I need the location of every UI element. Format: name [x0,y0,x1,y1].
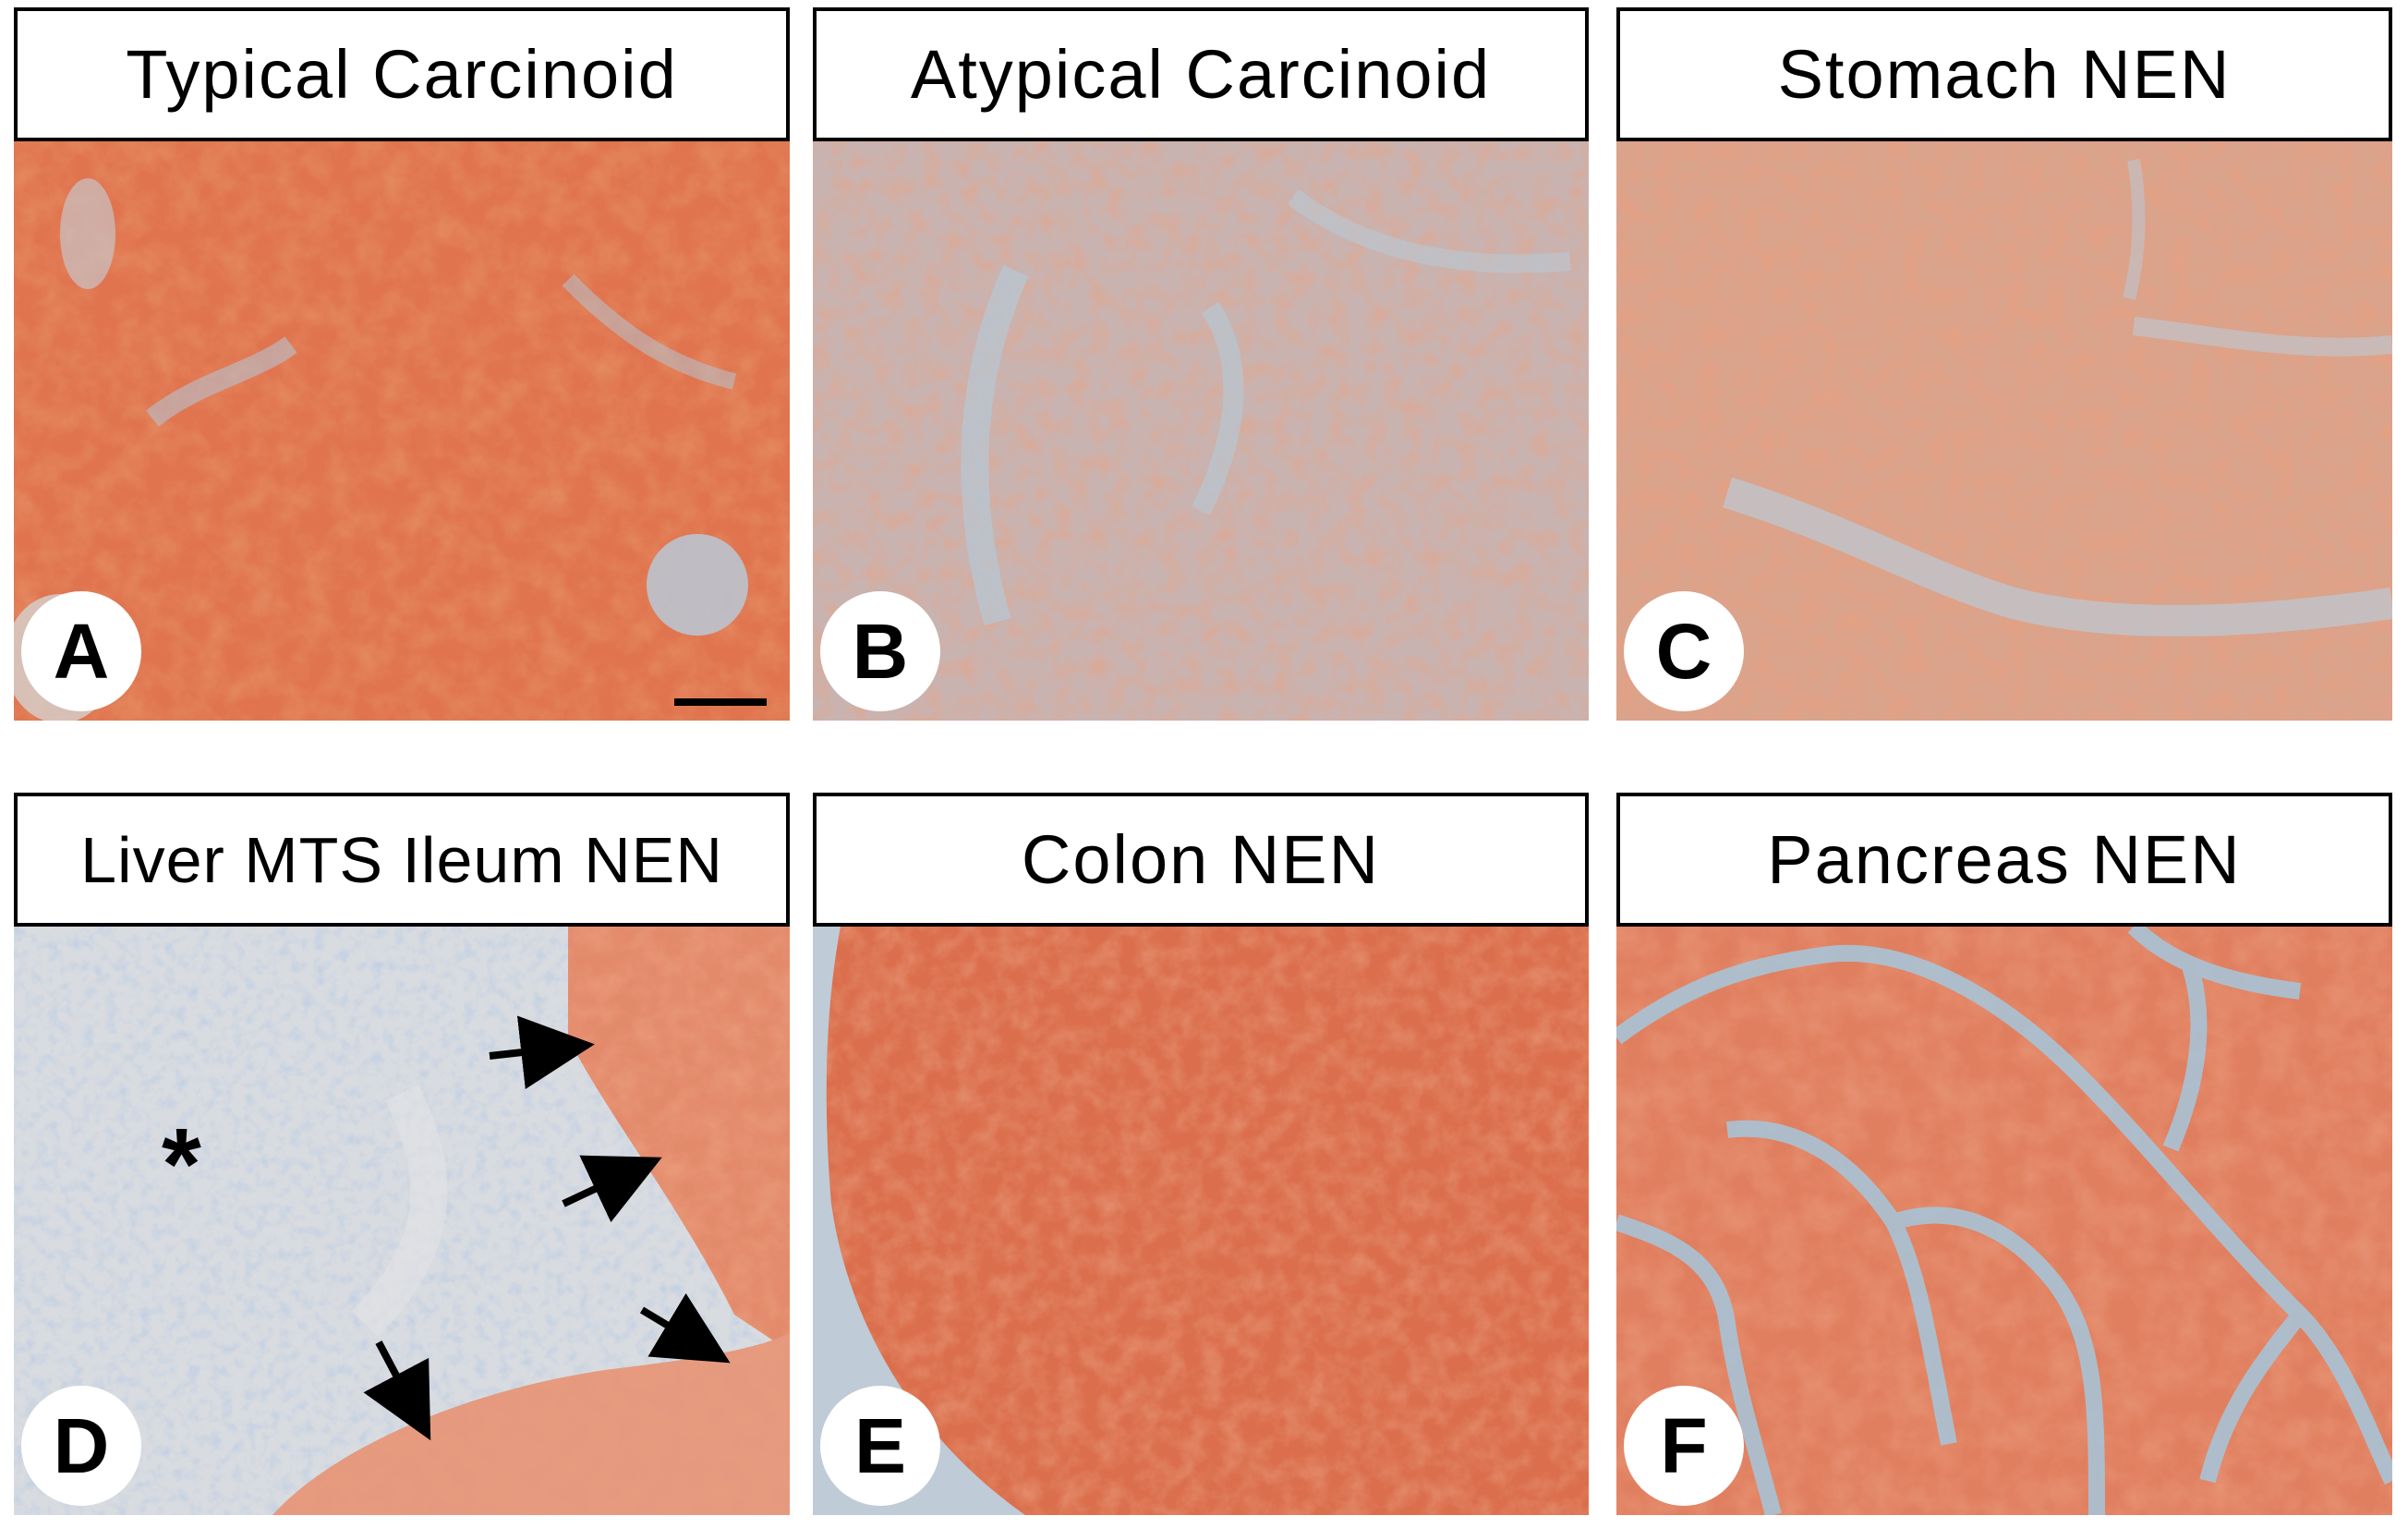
arrow [639,1292,731,1364]
panel-letter-a: A [21,591,141,711]
arrow [363,1340,431,1441]
stroma-strand [961,264,1029,626]
arrow [562,1155,662,1223]
stroma-strand [1192,301,1244,515]
stroma-strand [562,273,737,390]
stroma-region [60,178,115,289]
stroma-strand [1288,188,1571,273]
panel-b-micrograph [813,141,1589,721]
stroma-strand [2123,158,2146,300]
stroma-network [1616,927,2392,1515]
panel-c-micrograph [1616,141,2392,721]
stroma-strand [2132,317,2392,357]
panel-letter-e: E [820,1386,940,1506]
panel-b: Atypical Carcinoid B [813,7,1589,721]
panel-e: Colon NEN E [813,793,1589,1515]
stroma-region [647,534,748,636]
panel-f: Pancreas NEN F [1616,793,2392,1515]
panel-a-micrograph [14,141,790,721]
panel-f-title: Pancreas NEN [1616,793,2392,927]
panel-b-title: Atypical Carcinoid [813,7,1589,141]
arrow [489,1015,595,1089]
asterisk-marker: * [162,1108,201,1221]
panel-c: Stomach NEN C [1616,7,2392,721]
panel-f-micrograph [1616,927,2392,1515]
panel-letter-c: C [1624,591,1744,711]
panel-e-title: Colon NEN [813,793,1589,927]
panel-a-title: Typical Carcinoid [14,7,790,141]
panel-d: Liver MTS Ileum NEN [14,793,790,1515]
stroma-strand [1722,477,2392,637]
panel-letter-b: B [820,591,940,711]
panel-letter-d: D [21,1386,141,1506]
stroma-strand [351,1085,448,1338]
panel-e-micrograph [813,927,1589,1515]
panel-a: Typical Carcinoid A [14,7,790,721]
panel-d-title: Liver MTS Ileum NEN [14,793,790,927]
panel-c-title: Stomach NEN [1616,7,2392,141]
panel-letter-f: F [1624,1386,1744,1506]
panel-d-micrograph: * [14,927,790,1515]
stroma-strand [146,336,297,427]
